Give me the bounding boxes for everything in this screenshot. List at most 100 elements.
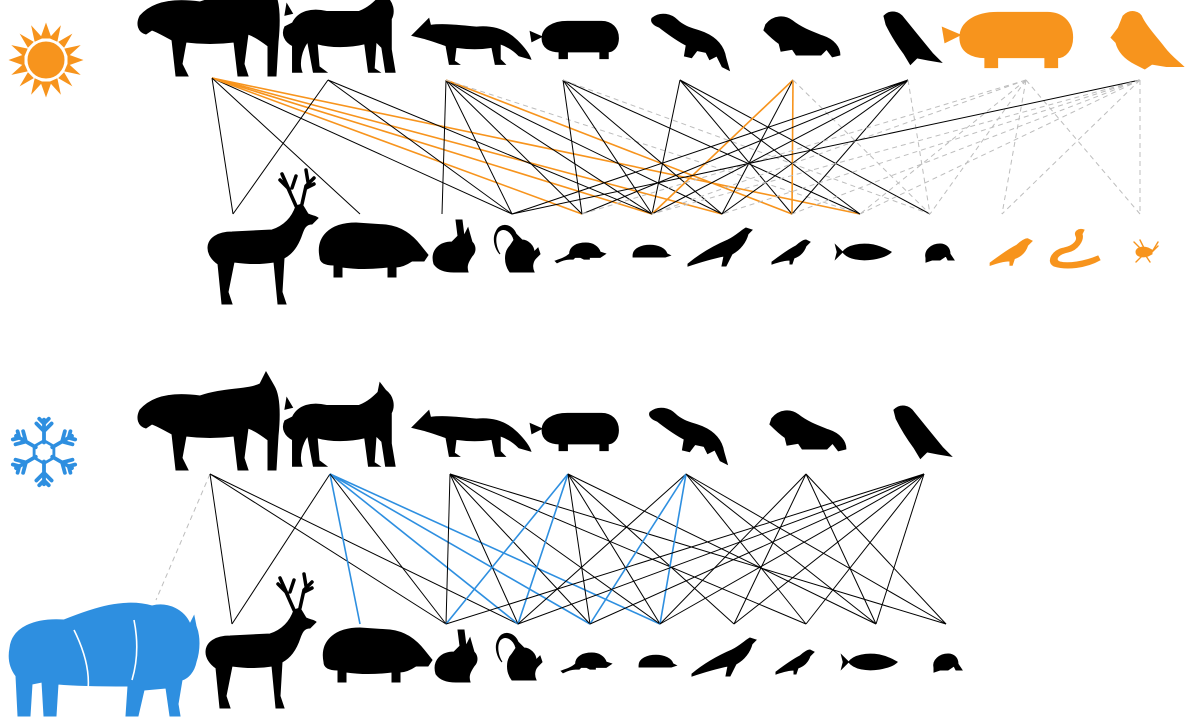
predator-goshawk-icon: [883, 11, 942, 65]
link-goshawk-to-hare: [445, 473, 925, 625]
summer-panel: [9, 0, 1184, 306]
link-wolf-to-red-deer: [211, 77, 234, 215]
predator-polecat-icon: [763, 16, 841, 58]
link-wolf-to-wild-boar: [211, 77, 361, 215]
link-polecat-to-frog: [792, 79, 931, 215]
predator-wolf-icon: [137, 0, 280, 77]
prey-hare-icon: [432, 219, 476, 273]
prey-insect-highlight-icon: [1133, 239, 1159, 263]
link-eagle-highlight-to-fish: [859, 79, 1141, 215]
link-red-fox-to-crow: [445, 79, 723, 215]
link-otter-to-small-bird: [679, 79, 793, 215]
snowflake-icon: [11, 419, 76, 486]
link-otter-to-small-bird: [685, 473, 807, 625]
prey-squirrel-icon: [493, 224, 541, 273]
link-polecat-to-vole: [651, 79, 794, 215]
link-goshawk-to-crow: [733, 473, 925, 625]
link-goshawk-to-vole: [651, 79, 909, 215]
summer-links: [211, 77, 1141, 215]
prey-squirrel-icon: [495, 632, 543, 681]
link-badger-highlight-to-insect-highlight: [1025, 79, 1141, 215]
link-goshawk-to-small-bird: [791, 79, 909, 215]
link-polecat-to-small-bird: [791, 79, 794, 215]
summer-animals: [9, 0, 1184, 306]
link-badger-to-crow: [567, 473, 735, 625]
link-red-fox-to-frog: [449, 473, 947, 625]
link-lynx-to-vole: [327, 79, 653, 215]
link-red-fox-to-squirrel: [445, 79, 513, 215]
link-lynx-to-red-deer: [231, 473, 331, 625]
predator-red-fox-icon: [411, 410, 532, 457]
prey-fish-icon: [840, 653, 898, 671]
link-badger-to-frog: [562, 79, 931, 215]
link-red-fox-to-mouse: [449, 473, 591, 625]
link-wolf-to-hare: [209, 473, 447, 625]
link-otter-to-vole: [651, 79, 681, 215]
prey-red-deer-icon: [204, 572, 318, 710]
predator-lynx-icon: [282, 382, 396, 467]
prey-small-bird-icon: [775, 649, 815, 675]
predator-lynx-icon: [282, 0, 396, 73]
link-polecat-to-vole: [659, 473, 807, 625]
predator-goshawk-icon: [893, 405, 952, 459]
link-eagle-highlight-to-crow: [721, 79, 1141, 215]
prey-hare-icon: [434, 629, 478, 683]
link-red-fox-to-squirrel: [449, 473, 519, 625]
link-eagle-highlight-to-small-bird: [791, 79, 1141, 215]
link-lynx-to-squirrel: [329, 473, 519, 625]
prey-crow-icon: [687, 227, 753, 267]
link-goshawk-to-fish: [875, 473, 925, 625]
link-red-fox-to-vole: [449, 473, 661, 625]
link-badger-highlight-to-frog: [929, 79, 1027, 215]
link-lynx-to-wild-boar: [329, 473, 361, 625]
link-red-fox-to-small-bird: [449, 473, 807, 625]
link-wolf-to-vole: [211, 77, 653, 215]
prey-songbird-highlight-icon: [989, 238, 1033, 266]
link-otter-to-mouse: [589, 473, 687, 625]
link-otter-to-fish: [685, 473, 877, 625]
link-goshawk-to-vole: [659, 473, 925, 625]
link-polecat-to-crow: [733, 473, 807, 625]
link-wolf-to-squirrel: [209, 473, 519, 625]
sun-icon: [9, 23, 83, 97]
link-polecat-to-frog: [805, 473, 947, 625]
link-otter-to-fish: [679, 79, 861, 215]
link-goshawk-to-mouse: [589, 473, 925, 625]
predator-otter-icon: [649, 407, 728, 465]
link-otter-to-frog: [685, 473, 947, 625]
link-red-fox-to-hare: [441, 79, 447, 215]
link-otter-to-vole: [659, 473, 687, 625]
link-goshawk-to-small-bird: [805, 473, 925, 625]
link-red-fox-to-hare: [445, 473, 451, 625]
predator-badger-highlight-icon: [941, 11, 1074, 69]
predator-eagle-highlight-icon: [1110, 11, 1184, 70]
link-badger-to-hare: [445, 473, 569, 625]
prey-red-deer-icon: [206, 168, 320, 306]
prey-mouse-icon: [554, 242, 607, 264]
link-wolf-to-bison-highlight: [155, 473, 211, 601]
predator-wolf-icon: [137, 371, 280, 471]
link-goshawk-to-squirrel: [511, 79, 909, 215]
winter-links: [155, 473, 947, 625]
link-lynx-to-red-deer: [232, 79, 329, 215]
prey-wild-boar-icon: [318, 222, 429, 278]
prey-frog-icon: [933, 653, 963, 673]
link-goshawk-to-crow: [721, 79, 909, 215]
prey-snake-highlight-icon: [1049, 228, 1101, 269]
link-lynx-to-vole: [329, 473, 661, 625]
link-polecat-to-crow: [721, 79, 794, 215]
predator-badger-icon: [529, 412, 619, 452]
predator-polecat-icon: [769, 410, 847, 452]
link-red-fox-to-mouse: [445, 79, 583, 215]
prey-fish-icon: [834, 243, 892, 261]
link-lynx-to-squirrel: [327, 79, 513, 215]
link-otter-to-frog: [679, 79, 931, 215]
link-badger-highlight-to-vole: [651, 79, 1027, 215]
predator-red-fox-icon: [411, 18, 532, 65]
prey-vole-icon: [638, 654, 677, 668]
winter-panel: [8, 371, 963, 717]
link-red-fox-to-small-bird: [445, 79, 793, 215]
link-goshawk-to-mouse: [581, 79, 909, 215]
predator-otter-icon: [651, 13, 730, 71]
link-wolf-to-mouse: [211, 77, 583, 215]
